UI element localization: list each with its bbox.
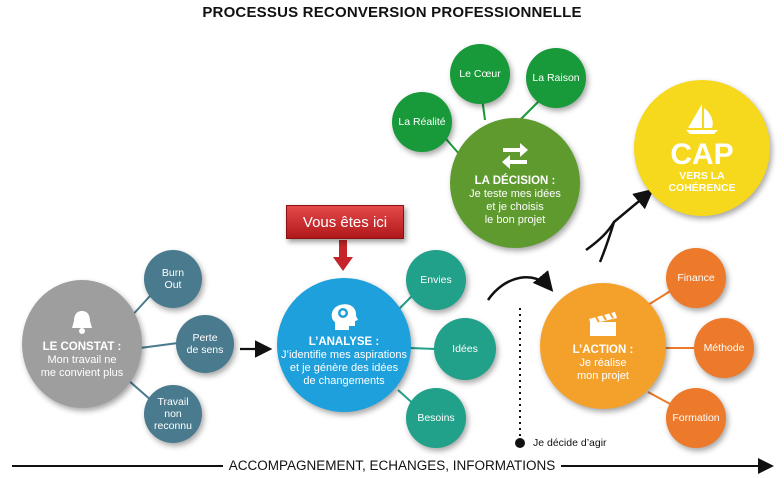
bell-icon [72,310,92,334]
action-satellite-formation: Formation [666,388,726,448]
analyse-line2: et je génère des idées [289,362,399,374]
satellite-label: Travail [157,396,189,408]
timeline-label: ACCOMPAGNEMENT, ECHANGES, INFORMATIONS [0,458,784,473]
action-line2: mon projet [577,369,629,382]
decide-label: Je décide d’agir [533,437,607,449]
satellite-label: reconnu [154,420,192,432]
satellite-label: Out [164,279,182,291]
timeline-label-text: ACCOMPAGNEMENT, ECHANGES, INFORMATIONS [222,458,562,473]
decision-satellite-raison: La Raison [526,48,586,108]
satellite-label: Méthode [703,342,745,354]
satellite-label: Burn [161,267,185,279]
satellite-label: non [164,408,182,420]
analyse-satellite-besoins: Besoins [406,388,466,448]
constat-satellite-travail: Travail non reconnu [144,385,202,443]
analyse-satellite-idees: Idées [434,318,496,380]
satellite-label: Formation [672,412,720,424]
satellite-label: La Réalité [398,116,446,128]
constat-satellite-perte: Perte de sens [176,315,234,373]
decision-line1: Je teste mes idées [469,188,561,200]
action-links [647,289,694,406]
constat-line1: Mon travail ne [47,353,117,366]
page-title: PROCESSUS RECONVERSION PROFESSIONNELLE [202,4,582,21]
satellite-label: Le Cœur [459,68,501,80]
arrow-to-action [486,270,554,301]
action-circle: L’ACTION : Je réalise mon projet [540,283,666,409]
constat-satellite-burnout: Burn Out [144,250,202,308]
cap-title: CAP [670,138,734,171]
analyse-satellite-envies: Envies [406,250,466,310]
action-line1: Je réalise [579,356,627,369]
analyse-line1: J’identifie mes aspirations [281,349,407,361]
constat-circle: LE CONSTAT : Mon travail ne me convient … [22,280,142,408]
constat-title: LE CONSTAT : [42,340,122,353]
sailboat-icon [686,104,718,134]
cap-circle: CAP VERS LA COHÉRENCE [634,80,770,216]
brain-head-icon [331,304,358,330]
cap-sub2: COHÉRENCE [668,182,736,194]
decision-line2: et je choisis [486,201,544,213]
arrow-to-cap-branch [598,221,616,263]
satellite-label: de sens [186,344,224,356]
decision-circle: LA DÉCISION : Je teste mes idées et je c… [450,118,580,248]
satellite-label: Besoins [417,412,455,424]
decision-satellite-realite: La Réalité [392,92,452,152]
satellite-label: Perte [192,332,218,344]
action-title: L’ACTION : [572,343,634,356]
cap-sub1: VERS LA [679,170,725,182]
swap-arrows-icon [502,143,528,169]
clapperboard-icon [589,311,617,336]
analyse-line3: de changements [303,375,385,387]
satellite-label: La Raison [532,72,580,84]
ici-pointer-arrow [333,240,353,271]
decision-satellite-coeur: Le Cœur [450,44,510,104]
satellite-label: Idées [452,343,478,355]
satellite-label: Envies [420,274,452,286]
decision-dot [515,438,525,448]
vous-etes-ici-badge: Vous êtes ici [286,205,404,239]
arrow-to-cap [585,188,654,252]
constat-line2: me convient plus [40,366,124,379]
decision-line3: le bon projet [484,214,546,226]
action-satellite-finance: Finance [666,248,726,308]
analyse-title: L’ANALYSE : [308,336,380,348]
action-satellite-methode: Méthode [694,318,754,378]
decision-title: LA DÉCISION : [474,175,556,187]
analyse-circle: L’ANALYSE : J’identifie mes aspirations … [277,278,411,412]
satellite-label: Finance [677,272,715,284]
